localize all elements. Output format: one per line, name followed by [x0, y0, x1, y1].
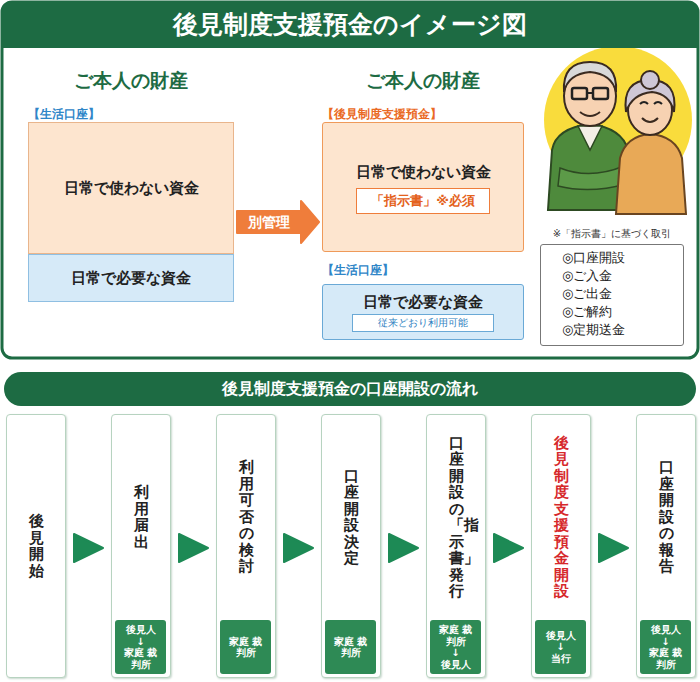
step-box: 口座開設決定家庭 裁判所 — [321, 414, 381, 678]
node-text: ◎口座開設 — [540, 249, 684, 267]
fund-box: 日常で必要な資金 — [28, 254, 234, 302]
step-text: 口座開設決定 — [344, 468, 359, 567]
node-heading: 【生活口座】 — [322, 262, 524, 278]
node-heading: 日常で使わない資金 — [64, 178, 199, 198]
node-heading: ※「指示書」に基づく取引 — [540, 226, 684, 242]
step-text: 後見開始 — [29, 513, 44, 579]
panel-frame — [322, 122, 524, 252]
actor-text: ↓ — [556, 641, 564, 653]
node-text: 日常で使わない資金 — [322, 162, 524, 182]
actor-tag: 家庭 裁判所 — [325, 620, 376, 674]
diagram-title: 後見制度支援預金のイメージ図 — [0, 2, 700, 48]
man-collar — [578, 126, 602, 150]
node-heading: ご本人の財産 — [322, 66, 524, 94]
actor-text: 家庭 裁判所 — [228, 636, 264, 659]
actor-text: ↓ — [136, 636, 144, 648]
account-group: ご本人の財産【後見制度支援預金】日常で使わない資金「指示書」※必須 — [322, 66, 524, 252]
flow-arrow — [599, 534, 628, 562]
actor-tag: 後見人↓当行 — [535, 620, 586, 674]
actor-tag: 家庭 裁判所↓後見人 — [430, 620, 481, 674]
step-box: 後見開始 — [6, 414, 66, 678]
node-heading: 後見制度支援預金の口座開設の流れ — [222, 379, 478, 400]
edge-label: 別管理 — [248, 213, 290, 231]
step-text: 口座開設の「指示書」発行 — [449, 435, 464, 600]
node-text: 【後見制度支援預金】 — [322, 106, 524, 122]
actor-tag: 家庭 裁判所 — [220, 620, 271, 674]
fund-box: 日常で使わない資金 — [28, 122, 234, 254]
actor-tag: 後見人↓家庭 裁判所 — [640, 620, 691, 674]
account-group: 【生活口座】日常で必要な資金従来どおり利用可能 — [322, 262, 524, 340]
glasses — [593, 88, 608, 99]
actor-tag: 後見人↓家庭 裁判所 — [115, 620, 166, 674]
flow-arrow — [74, 534, 103, 562]
node-heading: 従来どおり利用可能 — [378, 317, 468, 329]
actor-text: 後見人 — [441, 659, 471, 671]
step-text: 口座開設の報告 — [659, 459, 674, 575]
glasses — [572, 88, 587, 99]
woman-body — [616, 134, 686, 214]
block-arrow — [237, 201, 319, 243]
instruction-box: 「指示書」※必須 — [356, 188, 490, 214]
step-box: 後見制度支援預金開設後見人↓当行 — [531, 414, 591, 678]
step-text: 後見制度支援預金開設 — [554, 435, 569, 600]
step-text: 利用可否の検討 — [239, 459, 254, 575]
node-text: ◎ご入金 — [540, 267, 684, 285]
step-box: 口座開設の報告後見人↓家庭 裁判所 — [636, 414, 696, 678]
node-text: 【生活口座】 — [28, 106, 234, 122]
node-heading: 「指示書」※必須 — [371, 193, 475, 209]
actor-text: 家庭 裁判所 — [438, 624, 474, 647]
flow-band: 後見制度支援預金の口座開設の流れ — [4, 372, 696, 406]
actor-text: ↓ — [451, 647, 459, 659]
man-arms — [558, 166, 626, 190]
flow-arrow — [494, 534, 523, 562]
note-box: 従来どおり利用可能 — [352, 314, 494, 332]
couple-illustration — [544, 46, 692, 214]
node-text: ◎ご出金 — [540, 285, 684, 303]
transaction-list: ※「指示書」に基づく取引 ◎口座開設◎ご入金◎ご出金◎ご解約◎定期送金 — [540, 226, 684, 346]
node-text: 日常で必要な資金 — [322, 292, 524, 312]
node-heading: 日常で必要な資金 — [71, 268, 191, 288]
actor-text: 家庭 裁判所 — [333, 636, 369, 659]
node-text: ◎定期送金 — [540, 321, 684, 339]
actor-text: 家庭 裁判所 — [648, 647, 684, 670]
flow-arrow — [284, 534, 313, 562]
step-box: 口座開設の「指示書」発行家庭 裁判所↓後見人 — [426, 414, 486, 678]
node-heading: ご本人の財産 — [28, 66, 234, 94]
account-group: ご本人の財産【生活口座】日常で使わない資金日常で必要な資金 — [28, 66, 234, 302]
actor-text: ↓ — [661, 636, 669, 648]
node-text: ◎ご解約 — [540, 303, 684, 321]
flow-arrow — [179, 534, 208, 562]
step-text: 利用届出 — [134, 484, 149, 550]
actor-text: 家庭 裁判所 — [123, 647, 159, 670]
actor-text: 後見人 — [126, 624, 156, 636]
actor-text: 後見人 — [546, 630, 576, 642]
flow-arrow — [389, 534, 418, 562]
step-box: 利用可否の検討家庭 裁判所 — [216, 414, 276, 678]
actor-text: 当行 — [551, 653, 571, 665]
actor-text: 後見人 — [651, 624, 681, 636]
image-panel — [2, 2, 698, 358]
step-box: 利用届出後見人↓家庭 裁判所 — [111, 414, 171, 678]
